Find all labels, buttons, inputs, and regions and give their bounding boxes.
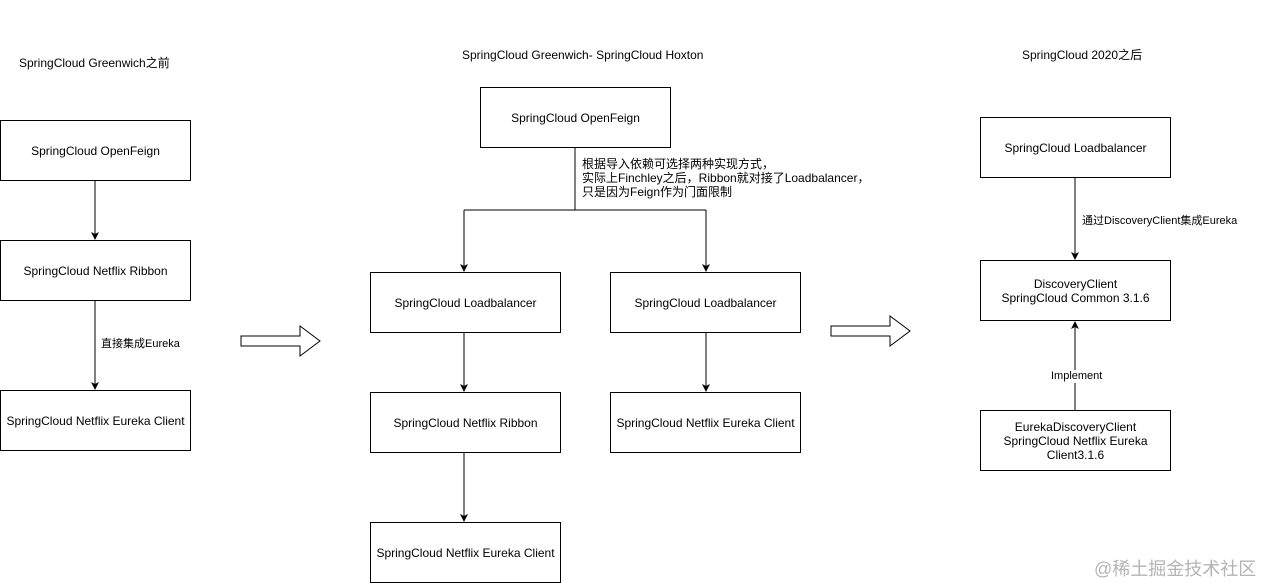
section-title-greenwich-hoxton: SpringCloud Greenwich- SpringCloud Hoxto… <box>462 48 704 62</box>
section-title-after-2020: SpringCloud 2020之后 <box>1022 48 1143 62</box>
right-discovery-client-box[interactable]: DiscoveryClient SpringCloud Common 3.1.6 <box>980 260 1171 321</box>
right-discovery-client-label: DiscoveryClient SpringCloud Common 3.1.6 <box>1001 276 1150 305</box>
left-ribbon-label: SpringCloud Netflix Ribbon <box>23 263 168 278</box>
left-ribbon-box[interactable]: SpringCloud Netflix Ribbon <box>0 240 191 301</box>
middle-openfeign-label: SpringCloud OpenFeign <box>511 110 640 125</box>
middle-ribbon-box[interactable]: SpringCloud Netflix Ribbon <box>370 392 561 453</box>
block-arrow-left-to-middle <box>240 325 321 357</box>
middle-loadbalancer-left-label: SpringCloud Loadbalancer <box>394 295 537 310</box>
middle-eureka-client-bottom-label: SpringCloud Netflix Eureka Client <box>376 545 555 560</box>
left-eureka-client-label: SpringCloud Netflix Eureka Client <box>6 413 185 428</box>
left-eureka-client-box[interactable]: SpringCloud Netflix Eureka Client <box>0 390 191 451</box>
middle-note-text: 根据导入依赖可选择两种实现方式， 实际上Finchley之后，Ribbon就对接… <box>582 157 870 199</box>
middle-loadbalancer-right-label: SpringCloud Loadbalancer <box>634 295 777 310</box>
right-edge-label-discovery-eureka: 通过DiscoveryClient集成Eureka <box>1082 215 1238 228</box>
right-edge-label-implement: Implement <box>1051 370 1103 383</box>
left-edge-label-direct-eureka: 直接集成Eureka <box>101 338 180 351</box>
right-loadbalancer-box[interactable]: SpringCloud Loadbalancer <box>980 117 1171 178</box>
right-loadbalancer-label: SpringCloud Loadbalancer <box>1004 140 1147 155</box>
middle-loadbalancer-right-box[interactable]: SpringCloud Loadbalancer <box>610 272 801 333</box>
right-eureka-discovery-client-box[interactable]: EurekaDiscoveryClient SpringCloud Netfli… <box>980 410 1171 471</box>
left-openfeign-box[interactable]: SpringCloud OpenFeign <box>0 120 191 181</box>
middle-loadbalancer-left-box[interactable]: SpringCloud Loadbalancer <box>370 272 561 333</box>
middle-eureka-client-right-label: SpringCloud Netflix Eureka Client <box>616 415 795 430</box>
middle-openfeign-box[interactable]: SpringCloud OpenFeign <box>480 87 671 148</box>
middle-ribbon-label: SpringCloud Netflix Ribbon <box>393 415 538 430</box>
right-eureka-discovery-client-label: EurekaDiscoveryClient SpringCloud Netfli… <box>1003 419 1148 462</box>
section-title-before-greenwich: SpringCloud Greenwich之前 <box>19 56 170 70</box>
block-arrow-middle-to-right <box>830 315 911 347</box>
middle-eureka-client-right-box[interactable]: SpringCloud Netflix Eureka Client <box>610 392 801 453</box>
left-openfeign-label: SpringCloud OpenFeign <box>31 143 160 158</box>
middle-eureka-client-bottom-box[interactable]: SpringCloud Netflix Eureka Client <box>370 522 561 583</box>
watermark: @稀土掘金技术社区 <box>1094 559 1257 579</box>
